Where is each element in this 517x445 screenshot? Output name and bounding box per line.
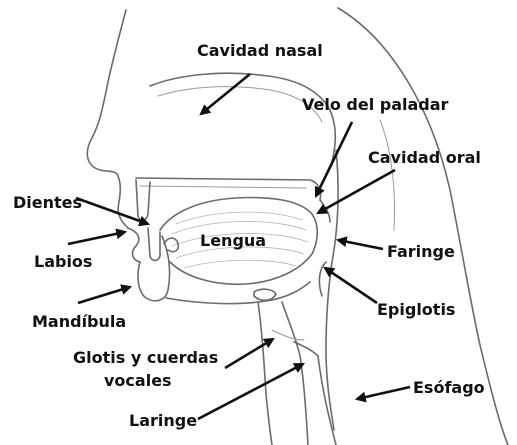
arrow-glottis <box>225 339 273 368</box>
arrow-mandible <box>78 287 130 303</box>
label-teeth: Dientes <box>13 193 82 212</box>
label-tongue: Lengua <box>200 231 266 250</box>
label-epiglottis: Epiglotis <box>377 300 455 319</box>
arrow-oral-cavity <box>318 170 395 213</box>
arrow-nasal-cavity <box>201 74 250 114</box>
label-lips: Labios <box>34 252 92 271</box>
label-larynx: Laringe <box>129 411 197 430</box>
label-pharynx: Faringe <box>387 242 455 261</box>
arrow-epiglottis <box>325 268 377 303</box>
label-mandible: Mandíbula <box>32 312 126 331</box>
labels: Cavidad nasal Velo del paladar Cavidad o… <box>13 41 485 430</box>
arrow-lips <box>68 232 125 244</box>
arrow-pharynx <box>338 240 383 249</box>
label-esophagus: Esófago <box>413 378 485 397</box>
label-nasal-cavity: Cavidad nasal <box>197 41 323 60</box>
arrow-esophagus <box>357 387 410 399</box>
arrow-soft-palate <box>316 122 352 196</box>
arrow-larynx <box>198 364 303 419</box>
label-glottis-line1: Glotis y cuerdas <box>73 348 218 367</box>
label-soft-palate: Velo del paladar <box>302 95 449 114</box>
label-oral-cavity: Cavidad oral <box>368 148 481 167</box>
label-glottis-line2: vocales <box>104 371 172 390</box>
